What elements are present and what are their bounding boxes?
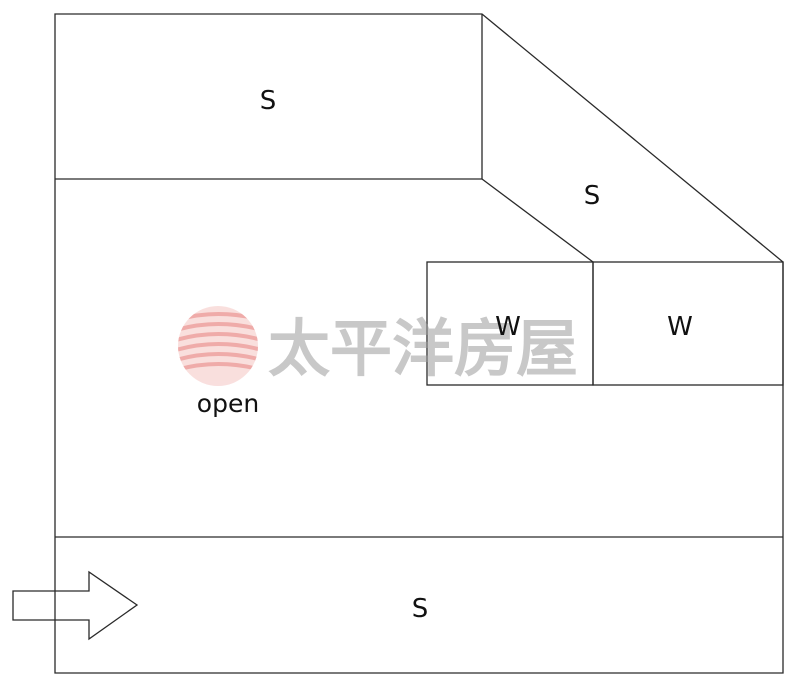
room-label-open: open	[197, 389, 259, 418]
room-label-window-left: W	[495, 312, 521, 342]
room-label-window-right: W	[667, 312, 693, 342]
watermark-text: 太平洋房屋	[268, 312, 578, 385]
arrow-right-icon	[12, 570, 139, 641]
room-label-bottom: S	[412, 594, 429, 624]
plan-outline	[54, 13, 784, 674]
window-box-right	[592, 261, 784, 386]
room-label-top-right: S	[584, 181, 601, 211]
wall-diagonal	[481, 178, 594, 263]
watermark-logo	[178, 306, 258, 386]
room-label-top-left: S	[260, 86, 277, 116]
